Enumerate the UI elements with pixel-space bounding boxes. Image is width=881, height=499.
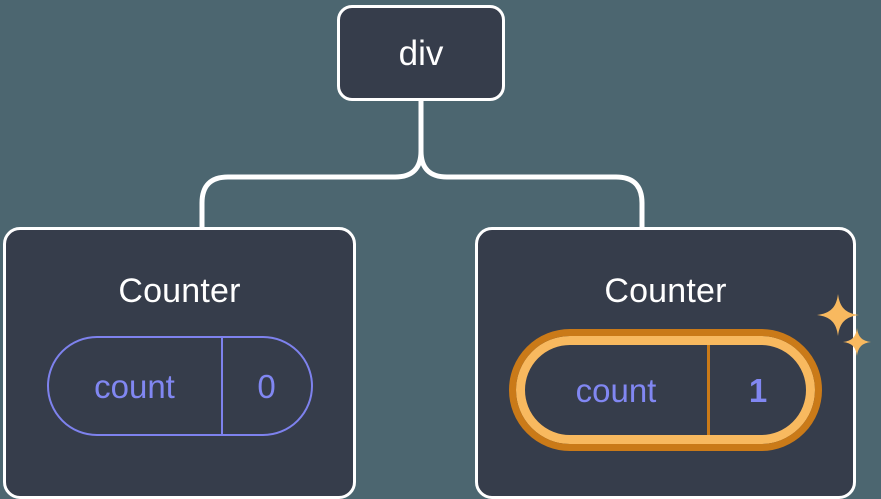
counter-right-title: Counter (604, 272, 727, 310)
counter-left-title: Counter (118, 272, 241, 310)
state-key-label: count (94, 367, 175, 405)
state-pill-count-left[interactable]: count 0 (46, 336, 313, 436)
counter-left-state-wrap: count 0 (46, 336, 313, 436)
counter-right-state-wrap: count 1 (509, 294, 871, 451)
state-value-label: 1 (707, 345, 806, 435)
sparkle-small-icon (843, 328, 871, 356)
connector-path-left (418, 98, 645, 230)
state-pill-count-right-highlighted[interactable]: count 1 (509, 329, 822, 451)
state-value-label: 0 (220, 338, 311, 434)
node-counter-left[interactable]: Counter count 0 (3, 227, 356, 499)
node-root-div[interactable]: div (337, 5, 505, 101)
node-counter-right[interactable]: Counter count 1 (475, 227, 871, 499)
sparkle-large-icon (817, 294, 859, 336)
state-key-label: count (575, 371, 657, 409)
connector-path-right (199, 98, 424, 230)
sparkle-group (815, 294, 877, 378)
root-node-label: div (398, 33, 444, 73)
